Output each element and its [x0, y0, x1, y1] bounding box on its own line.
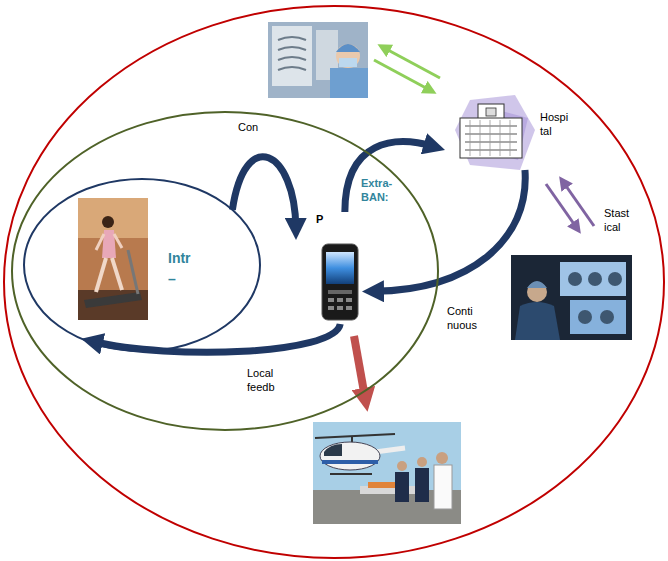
- ambulance-helicopter-photo: [313, 422, 461, 524]
- phone-illustration-part: [337, 298, 343, 302]
- ambulance-helicopter-photo-part: [434, 465, 452, 509]
- double-arrow-green-part: [388, 50, 440, 78]
- scan-review-photo-part: [511, 255, 632, 340]
- ambulance-helicopter-photo-part: [395, 472, 409, 502]
- hospital-building-part: [460, 118, 522, 158]
- outer-ellipse: [4, 6, 664, 558]
- ambulance-helicopter-photo-part: [315, 434, 395, 438]
- runner-photo-part: [114, 234, 122, 248]
- phone-illustration-part: [328, 290, 352, 294]
- ambulance-helicopter-photo-part: [397, 461, 407, 471]
- node-label: P: [316, 212, 323, 226]
- runner-photo-part: [112, 258, 122, 290]
- scan-review-photo-part: [527, 282, 547, 302]
- context-ellipse-stroke: [12, 112, 438, 430]
- intra-ban-ellipse: Intr –: [22, 177, 262, 353]
- hospital-building-part: [455, 95, 535, 170]
- ambulance-helicopter-photo-part: [436, 452, 448, 464]
- double-arrow-purple-part: [566, 186, 594, 226]
- ambulance-helicopter-photo-part: [322, 460, 378, 464]
- phone-illustration-part: [322, 244, 358, 320]
- context-ellipse-outline: [10, 110, 440, 432]
- edge-label-wrap: Extra-BAN:: [360, 176, 393, 205]
- xray-doctor-photo-part: [330, 68, 368, 98]
- ambulance-helicopter-photo-part: [417, 457, 427, 467]
- group-label-wrap: Con: [238, 120, 258, 134]
- edge-label-wrap: Conti nuous: [446, 304, 478, 333]
- phone-illustration-part: [346, 306, 352, 310]
- intra-ban-ellipse-outline: [22, 177, 262, 353]
- xray-doctor-photo-part: [272, 26, 312, 86]
- runner-photo-part: [78, 198, 148, 320]
- annotation-label: Stast ical: [604, 206, 629, 235]
- edge-label: Extra-BAN:: [360, 176, 393, 205]
- phone-illustration-part: [326, 252, 354, 284]
- xray-doctor-photo-part: [339, 58, 357, 67]
- scan-review-photo-part: [578, 310, 592, 324]
- xray-doctor-photo-part: [336, 44, 360, 52]
- double-arrow-purple: [546, 184, 594, 226]
- context-ellipse: ConIntr – P: [10, 110, 440, 432]
- emergency-arrow: [354, 336, 364, 392]
- runner-photo-part: [84, 292, 142, 308]
- runner-photo-part: [78, 290, 148, 320]
- flow-arrow: [232, 157, 295, 228]
- intra-ban-ellipse-stroke: [24, 179, 260, 351]
- phone-illustration-part: [346, 298, 352, 302]
- annotation-label-wrap: Stast ical: [604, 206, 629, 235]
- runner-photo-part: [96, 234, 104, 250]
- phone-illustration-part: [328, 298, 334, 302]
- ambulance-helicopter-photo-part: [415, 468, 429, 502]
- hospital-building-part: [465, 126, 517, 150]
- hospital-building-part: [486, 108, 496, 116]
- ambulance-helicopter-photo-part: [324, 444, 342, 456]
- scan-review-photo-part: [560, 262, 626, 296]
- hospital-building: [455, 95, 535, 170]
- phone-node: P: [296, 212, 362, 324]
- ambulance-helicopter-photo-part: [320, 442, 380, 470]
- xray-doctor-photo-part: [336, 44, 360, 68]
- edge-label: Conti nuous: [446, 304, 478, 333]
- runner-photo-part: [96, 258, 106, 292]
- xray-doctor-photo-part: [268, 22, 368, 98]
- scan-review-photo-part: [600, 310, 614, 324]
- double-arrow-green-part: [374, 60, 426, 88]
- ambulance-helicopter-photo-part: [375, 448, 405, 452]
- scan-review-photo: [511, 255, 632, 340]
- phone-illustration: [322, 244, 358, 320]
- node-label-wrap: P: [316, 212, 323, 226]
- phone-illustration-part: [328, 306, 334, 310]
- flow-arrow: [345, 142, 434, 212]
- runner-photo-part: [128, 250, 138, 294]
- double-arrow-green: [374, 50, 440, 88]
- flow-arrow: [93, 324, 340, 352]
- xray-doctor-photo-part: [278, 37, 306, 70]
- scan-review-photo-part: [568, 272, 582, 286]
- runner-photo: [78, 198, 148, 320]
- group-label: Intr –: [168, 248, 191, 290]
- group-label: Con: [238, 120, 258, 134]
- scan-review-photo-part: [527, 281, 547, 288]
- scan-review-photo-part: [588, 272, 602, 286]
- ambulance-helicopter-photo-part: [313, 422, 461, 524]
- scan-review-photo-part: [608, 272, 622, 286]
- scan-review-photo-part: [570, 300, 626, 334]
- node-label: Hospi tal: [540, 110, 568, 139]
- group-label-wrap: Intr –: [168, 248, 191, 290]
- xray-doctor-photo: [268, 22, 368, 98]
- hospital-node: Hospi tal: [445, 95, 575, 170]
- phone-illustration-part: [337, 306, 343, 310]
- scan-review-photo-part: [515, 302, 560, 340]
- flow-arrow: [374, 170, 525, 291]
- runner-photo-part: [102, 216, 114, 228]
- edge-label: Local feedb: [246, 366, 276, 395]
- edge-label-wrap: Local feedb: [246, 366, 276, 395]
- ambulance-helicopter-photo-part: [330, 473, 372, 475]
- node-label-wrap: Hospi tal: [540, 110, 568, 139]
- hospital-building-part: [470, 120, 510, 156]
